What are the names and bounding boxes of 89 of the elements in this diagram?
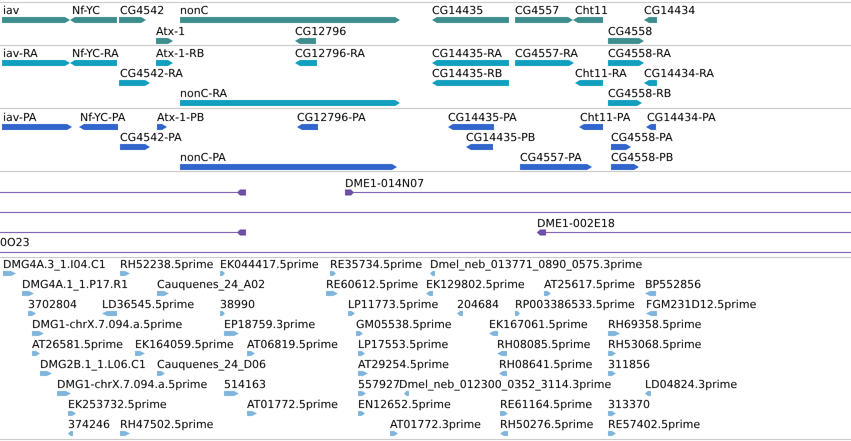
- feature-label: Atx-1-RB: [156, 47, 204, 60]
- feature-label: CG4558: [608, 25, 652, 38]
- feature-label: RE61164.5prime: [500, 398, 592, 411]
- feature-label: CG4542-PA: [120, 131, 182, 144]
- feature-label: Dmel_neb_012300_0352_3114.3prime: [399, 378, 612, 391]
- feature-label: iav-RA: [3, 47, 38, 60]
- feature-label: Cauquenes_24_D06: [157, 358, 266, 371]
- feature-label: AT29254.5prime: [358, 358, 449, 371]
- feature-label: CG12796-PA: [297, 111, 366, 124]
- feature-label: 0O23: [0, 236, 30, 249]
- feature-label: Nf-YC: [72, 4, 100, 17]
- feature-label: iav-PA: [3, 111, 36, 124]
- feature-label: CG14435: [432, 4, 484, 17]
- feature-label: 204684: [457, 298, 499, 311]
- feature-label: RH69358.5prime: [608, 318, 702, 331]
- feature-label: AT01772.5prime: [247, 398, 338, 411]
- feature-label: iav: [3, 4, 20, 17]
- feature-label: DME1-014N07: [345, 177, 424, 190]
- feature-label: RE60612.5prime: [326, 278, 418, 291]
- feature-label: RH47502.5prime: [120, 418, 214, 431]
- feature-label: 3702804: [28, 298, 77, 311]
- feature-label: Cauquenes_24_A02: [157, 278, 266, 291]
- feature-label: 557927: [358, 378, 400, 391]
- feature-label: CG14435-PA: [448, 111, 517, 124]
- feature-label: Dmel_neb_013771_0890_0575.3prime: [430, 258, 642, 271]
- feature-label: CG4542-RA: [120, 67, 183, 80]
- feature-label: CG14435-PB: [466, 131, 536, 144]
- feature-label: Atx-1: [156, 25, 186, 38]
- feature-label: RP003386533.5prime: [515, 298, 635, 311]
- feature-label: RH53068.5prime: [608, 338, 702, 351]
- feature-label: EK164059.5prime: [135, 338, 234, 351]
- feature-label: CG4558-RB: [608, 87, 672, 100]
- feature-label: RE35734.5prime: [330, 258, 422, 271]
- feature-label: EK167061.5prime: [489, 318, 588, 331]
- feature-label: nonC-PA: [180, 151, 226, 164]
- feature-label: RH08085.5prime: [497, 338, 590, 351]
- feature-label: LD04824.3prime: [645, 378, 738, 391]
- feature-label: CG4558-RA: [608, 47, 671, 60]
- feature-label: EN12652.5prime: [358, 398, 451, 411]
- feature-label: CG4542: [120, 4, 164, 17]
- feature-label: AT06819.5prime: [247, 338, 338, 351]
- feature-label: CG12796-RA: [295, 47, 365, 60]
- feature-label: CG4558-PB: [611, 151, 674, 164]
- feature-label: CG14434: [644, 4, 696, 17]
- feature-label: CG14434-RA: [644, 67, 714, 80]
- feature-label: CG4557-RA: [515, 47, 578, 60]
- feature-label: RH52238.5prime: [120, 258, 214, 271]
- feature-label: EP18759.3prime: [224, 318, 316, 331]
- feature-label: Cht11-PA: [580, 111, 630, 124]
- feature-label: nonC: [180, 4, 208, 17]
- feature-label: EK253732.5prime: [68, 398, 167, 411]
- feature-label: 374246: [68, 418, 110, 431]
- feature-label: AT26581.5prime: [32, 338, 123, 351]
- feature-label: Atx-1-PB: [157, 111, 204, 124]
- feature-label: LP11773.5prime: [348, 298, 438, 311]
- feature-label: DMG4A.1_1.P17.R1: [22, 278, 128, 291]
- feature-label: Cht11-RA: [575, 67, 627, 80]
- feature-label: DMG4A.3_1.I04.C1: [3, 258, 106, 271]
- feature-label: LD36545.5prime: [102, 298, 194, 311]
- feature-label: nonC-RA: [180, 87, 228, 100]
- feature-label: CG4557-PA: [520, 151, 582, 164]
- feature-label: DMG1-chrX.7.094.a.5prime: [32, 318, 182, 331]
- feature-label: DMG1-chrX.7.094.a.5prime: [57, 378, 208, 391]
- feature-label: Nf-YC-PA: [80, 111, 126, 124]
- feature-label: Nf-YC-RA: [72, 47, 119, 60]
- feature-label: AT01772.3prime: [390, 418, 481, 431]
- feature-label: 514163: [224, 378, 266, 391]
- feature-label: CG4558-PA: [611, 131, 673, 144]
- feature-label: RH08641.5prime: [499, 358, 592, 371]
- feature-label: 38990: [220, 298, 255, 311]
- feature-label: 311856: [608, 358, 650, 371]
- feature-label: RH50276.5prime: [500, 418, 594, 431]
- feature-label: EK044417.5prime: [220, 258, 319, 271]
- feature-label: CG14435-RB: [432, 67, 502, 80]
- feature-label: AT25617.5prime: [544, 278, 635, 291]
- feature-label: RE57402.5prime: [608, 418, 700, 431]
- feature-label: LP17553.5prime: [358, 338, 448, 351]
- feature-label: 313370: [608, 398, 650, 411]
- feature-label: DMG2B.1_1.L06.C1: [40, 358, 146, 371]
- feature-label: EK129802.5prime: [426, 278, 525, 291]
- feature-label: GM05538.5prime: [356, 318, 452, 331]
- feature-label: CG4557: [515, 4, 560, 17]
- feature-label: CG12796: [295, 25, 346, 38]
- feature-label: BP552856: [645, 278, 702, 291]
- feature-label: CG14435-RA: [432, 47, 502, 60]
- feature-label: DME1-002E18: [537, 217, 615, 230]
- feature-label: FGM231D12.5prime: [646, 298, 756, 311]
- feature-label: Cht11: [575, 4, 608, 17]
- feature-label: CG14434-PA: [647, 111, 716, 124]
